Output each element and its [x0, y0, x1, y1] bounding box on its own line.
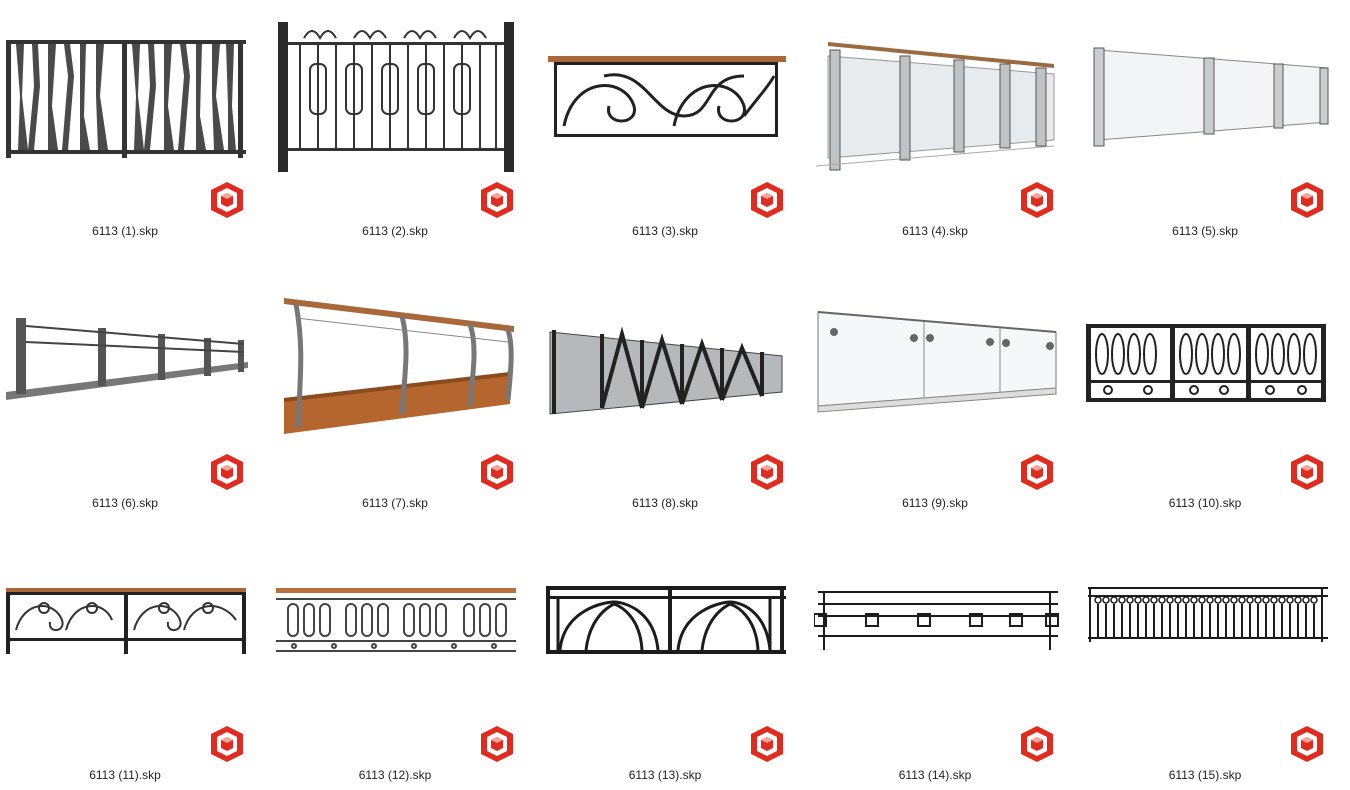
file-name[interactable]: 6113 (10).skp [1168, 496, 1242, 510]
file-name[interactable]: 6113 (12).skp [358, 768, 432, 782]
sketchup-file-icon [477, 724, 517, 764]
sketchup-file-icon [747, 724, 787, 764]
file-name[interactable]: 6113 (6).skp [92, 496, 158, 510]
file-tile[interactable]: 6113 (5).skp [1080, 0, 1350, 272]
file-tile[interactable]: 6113 (10).skp [1080, 272, 1350, 544]
file-tile[interactable]: 6113 (14).skp [810, 544, 1080, 790]
sketchup-file-icon [1017, 452, 1057, 492]
thumbnail-railing-branches [4, 16, 254, 176]
thumbnail-zigzag-railing-panels [544, 288, 794, 448]
thumbnail-railing-oval-pattern [1084, 288, 1334, 448]
sketchup-file-icon [1287, 180, 1327, 220]
file-name[interactable]: 6113 (11).skp [89, 768, 161, 782]
sketchup-file-icon [1017, 180, 1057, 220]
file-tile[interactable]: 6113 (3).skp [540, 0, 810, 272]
file-tile[interactable]: 6113 (6).skp [0, 272, 270, 544]
thumbnail-railing-rings-balusters [1084, 560, 1334, 720]
thumbnail-glass-railing-standoffs [814, 288, 1064, 448]
thumbnail-railing-balusters-base [4, 288, 254, 448]
file-name[interactable]: 6113 (15).skp [1168, 768, 1242, 782]
file-name[interactable]: 6113 (1).skp [92, 224, 158, 238]
file-tile[interactable]: 6113 (7).skp [270, 272, 540, 544]
sketchup-file-icon [1287, 724, 1327, 764]
file-tile[interactable]: 6113 (11).skp [0, 544, 270, 790]
file-tile[interactable]: 6113 (15).skp [1080, 544, 1350, 790]
file-tile[interactable]: 6113 (8).skp [540, 272, 810, 544]
thumbnail-railing-loops-wood-top [274, 560, 524, 720]
file-name[interactable]: 6113 (4).skp [902, 224, 968, 238]
file-name[interactable]: 6113 (3).skp [632, 224, 698, 238]
file-tile[interactable]: 6113 (13).skp [540, 544, 810, 790]
file-name[interactable]: 6113 (14).skp [898, 768, 972, 782]
file-tile[interactable]: 6113 (12).skp [270, 544, 540, 790]
sketchup-file-icon [747, 452, 787, 492]
sketchup-file-icon [207, 724, 247, 764]
file-tile[interactable]: 6113 (9).skp [810, 272, 1080, 544]
file-name[interactable]: 6113 (13).skp [628, 768, 702, 782]
thumbnail-glass-railing-posts [814, 16, 1064, 176]
file-tile[interactable]: 6113 (4).skp [810, 0, 1080, 272]
file-tile[interactable]: 6113 (2).skp [270, 0, 540, 272]
file-name[interactable]: 6113 (2).skp [362, 224, 428, 238]
file-name[interactable]: 6113 (5).skp [1172, 224, 1238, 238]
file-name[interactable]: 6113 (9).skp [902, 496, 968, 510]
thumbnail-railing-wood-cap-base [274, 288, 524, 448]
file-tile[interactable]: 6113 (1).skp [0, 0, 270, 272]
sketchup-file-icon [477, 452, 517, 492]
sketchup-file-icon [477, 180, 517, 220]
sketchup-file-icon [207, 180, 247, 220]
thumbnail-frameless-glass-railing [1084, 16, 1334, 176]
sketchup-file-icon [1017, 724, 1057, 764]
sketchup-file-icon [1287, 452, 1327, 492]
sketchup-file-icon [207, 452, 247, 492]
thumbnail-railing-wrought-iron-posts [274, 16, 524, 176]
file-name[interactable]: 6113 (8).skp [632, 496, 698, 510]
thumbnail-ornate-railing-wood-top [4, 560, 254, 720]
file-name[interactable]: 6113 (7).skp [362, 496, 428, 510]
thumbnail-railing-gothic-arches [544, 560, 794, 720]
sketchup-file-icon [747, 180, 787, 220]
thumbnail-railing-scroll-wood-top [544, 16, 794, 176]
thumbnail-railing-horizontal-squares [814, 560, 1064, 720]
